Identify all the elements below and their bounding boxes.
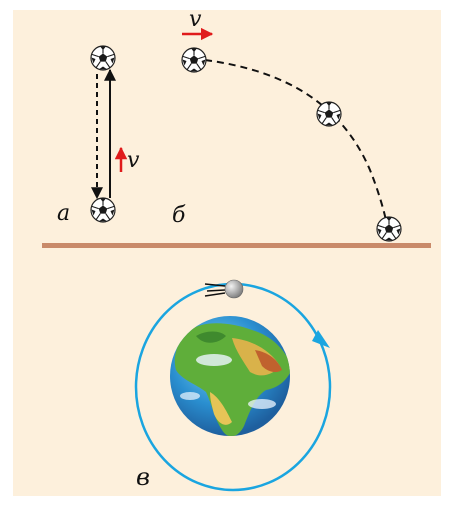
label-c: в — [136, 463, 150, 491]
earth-globe-icon — [170, 316, 292, 436]
ground-line — [42, 243, 431, 248]
velocity-label-b: v — [189, 7, 202, 32]
soccer-ball-icon-end-b — [377, 217, 401, 241]
part-a-vertical-throw: v а — [57, 46, 140, 226]
soccer-ball-icon-start-b — [182, 48, 206, 72]
part-b-horizontal-throw: v б — [172, 7, 401, 241]
label-b: б — [172, 203, 186, 228]
parabolic-trajectory — [205, 60, 387, 225]
label-a: а — [57, 201, 70, 226]
soccer-ball-icon-bottom-a — [91, 198, 115, 222]
part-c-orbit: в — [136, 280, 330, 491]
velocity-label-a: v — [127, 148, 140, 173]
satellite-icon — [205, 280, 243, 298]
soccer-ball-icon-top-a — [91, 46, 115, 70]
soccer-ball-icon-mid-b — [317, 102, 341, 126]
